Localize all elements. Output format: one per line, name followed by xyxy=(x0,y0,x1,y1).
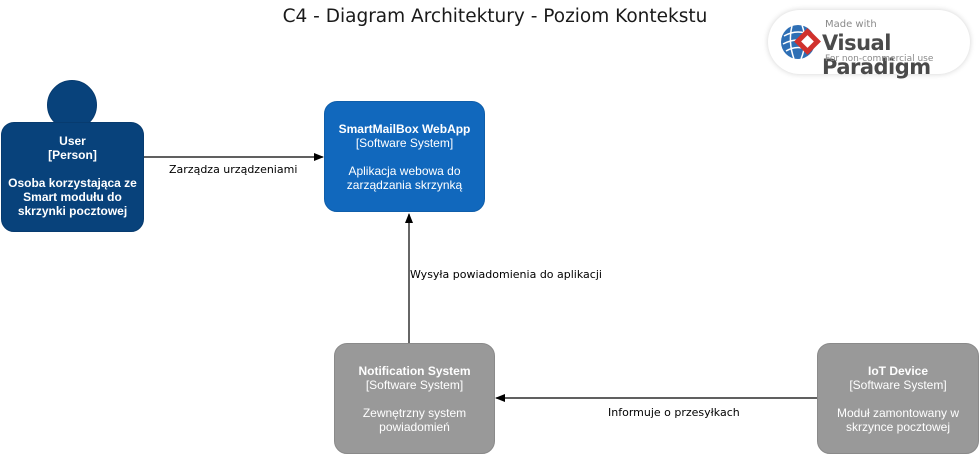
node-webapp-name: SmartMailBox WebApp xyxy=(338,122,471,136)
visual-paradigm-logo-icon xyxy=(781,24,821,60)
badge-made-with: Made with xyxy=(825,19,877,30)
node-notification-name: Notification System xyxy=(358,364,471,378)
node-notification-description: Zewnętrzny system powiadomień xyxy=(362,406,467,434)
node-notification-type: [Software System] xyxy=(365,378,464,392)
node-user-description: Osoba korzystająca ze Smart modułu do sk… xyxy=(8,176,137,218)
node-notification-system[interactable]: Notification System [Software System] Ze… xyxy=(334,343,495,454)
person-head-icon xyxy=(47,80,97,130)
node-user-type: [Person] xyxy=(48,148,97,162)
edge-label-notification-webapp: Wysyła powiadomienia do aplikacji xyxy=(410,268,602,281)
badge-usage: For non-commercial use xyxy=(825,54,934,64)
edge-label-iot-notification: Informuje o przesyłkach xyxy=(608,406,740,419)
node-user[interactable]: User [Person] Osoba korzystająca ze Smar… xyxy=(1,122,144,232)
edge-label-user-webapp: Zarządza urządzeniami xyxy=(169,163,298,176)
node-webapp-description: Aplikacja webowa do zarządzania skrzynką xyxy=(346,164,463,192)
node-iot-device[interactable]: IoT Device [Software System] Moduł zamon… xyxy=(817,343,979,454)
node-iot-type: [Software System] xyxy=(849,378,947,392)
node-iot-name: IoT Device xyxy=(867,364,929,378)
node-webapp-type: [Software System] xyxy=(355,136,454,150)
visual-paradigm-badge: Made with Visual Paradigm For non-commer… xyxy=(768,10,970,79)
node-user-name: User xyxy=(59,134,86,148)
badge-brand: Visual Paradigm xyxy=(822,31,931,79)
node-webapp[interactable]: SmartMailBox WebApp [Software System] Ap… xyxy=(324,101,485,212)
node-iot-description: Moduł zamontowany w skrzynce pocztowej xyxy=(836,406,960,434)
diagram-title: C4 - Diagram Architektury - Poziom Konte… xyxy=(282,6,708,27)
